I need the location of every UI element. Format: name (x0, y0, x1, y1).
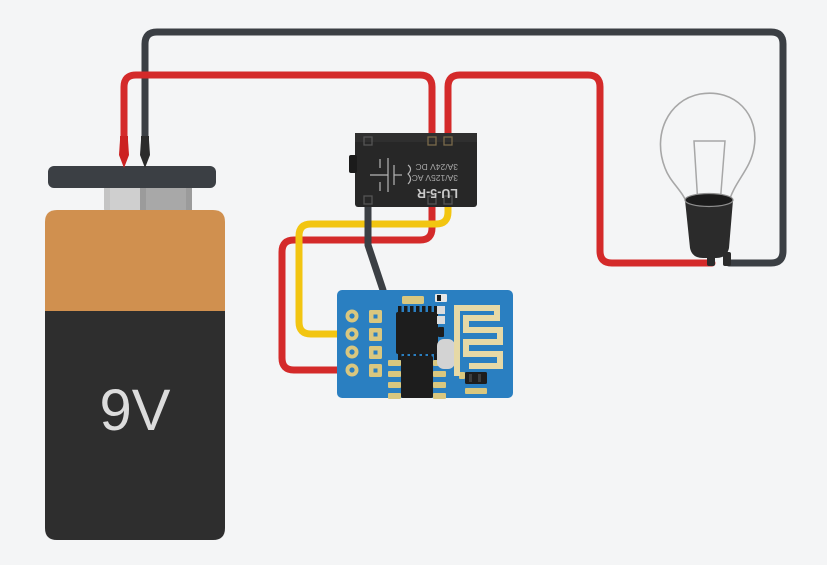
battery-body (45, 311, 225, 540)
relay-silkscreen: LU-5-R 3A/125V AC 3A/24V DC (370, 158, 458, 200)
bulb-pin-right[interactable] (723, 252, 731, 266)
bulb-pin-left[interactable] (707, 252, 715, 266)
battery-clips (119, 136, 150, 168)
wire-relay-to-bulb[interactable] (444, 71, 716, 267)
relay-terminal-4[interactable] (363, 195, 373, 205)
bulb-filament (693, 140, 726, 206)
clip-positive-sleeve (120, 136, 128, 144)
relay-rating-dc: 3A/24V DC (415, 162, 458, 172)
wire-battery-neg-to-bulb[interactable] (141, 28, 787, 267)
wire-battery-pos-to-relay[interactable] (120, 71, 436, 156)
battery-top-plate (48, 166, 216, 188)
clip-positive-red[interactable] (119, 140, 129, 168)
battery-label-band (45, 210, 225, 311)
relay-side-tab (349, 155, 357, 173)
relay-terminal-6[interactable] (443, 195, 453, 205)
clip-negative-black[interactable] (140, 140, 150, 168)
relay-terminal-5[interactable] (427, 195, 437, 205)
relay-body (355, 133, 477, 207)
wire-relay-to-esp-gnd[interactable] (364, 203, 387, 294)
relay-part-number: LU-5-R (417, 186, 458, 200)
battery-voltage-label: 9V (100, 378, 171, 443)
battery-9v[interactable]: 9V (45, 166, 225, 540)
esp-main-chip (396, 306, 438, 360)
esp-passive-components (402, 294, 487, 394)
relay-rating-ac: 3A/125V AC (412, 173, 458, 183)
wire-relay-to-esp-signal[interactable] (295, 203, 452, 338)
relay-terminal-2[interactable] (443, 136, 453, 146)
relay-terminal-3[interactable] (363, 136, 373, 146)
light-bulb[interactable] (659, 92, 756, 266)
relay-schematic-symbol (370, 158, 412, 192)
esp-header-pads[interactable] (345, 309, 383, 378)
relay-terminal-1[interactable] (427, 136, 437, 146)
esp8266-esp01-module[interactable] (337, 290, 513, 399)
relay-body-highlight (355, 133, 477, 142)
bulb-base (685, 200, 733, 258)
wire-relay-to-esp-vcc[interactable] (278, 203, 436, 374)
esp-pcb-antenna (454, 305, 503, 376)
bulb-glass (659, 92, 756, 206)
relay-module[interactable]: LU-5-R 3A/125V AC 3A/24V DC (349, 133, 477, 207)
bulb-base-rim (684, 192, 734, 208)
esp-flash-chip (388, 356, 446, 399)
clip-negative-sleeve (141, 136, 149, 144)
